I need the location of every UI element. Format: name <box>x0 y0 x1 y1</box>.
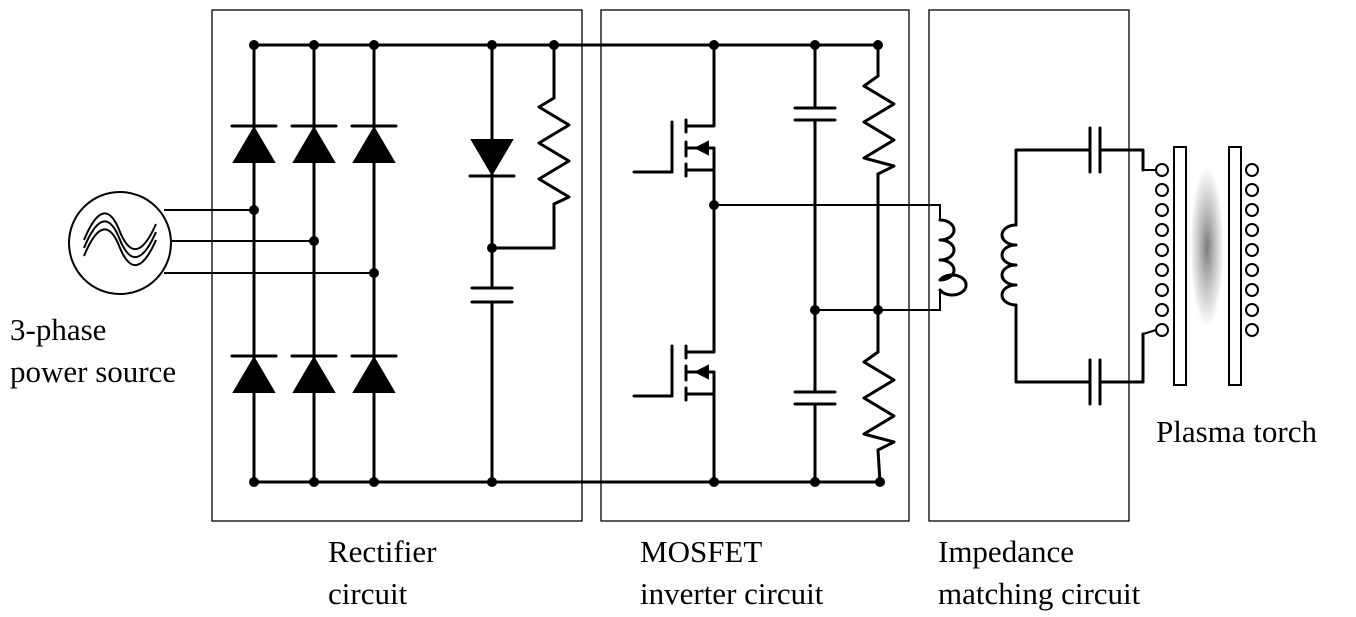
torch-tube-left <box>1173 146 1187 386</box>
inverter-resistors <box>862 43 896 484</box>
junction-dots <box>249 40 885 487</box>
matching-transformer <box>938 218 1018 307</box>
matching-network <box>1014 126 1145 406</box>
label-source-line2: power source <box>10 354 176 389</box>
label-matching-line2: matching circuit <box>938 576 1141 611</box>
diode-lower-2 <box>290 354 338 393</box>
dc-rails <box>252 43 882 484</box>
label-inverter-line1: MOSFET <box>640 534 762 569</box>
diode-upper-1 <box>230 124 278 163</box>
label-rectifier-line1: Rectifier <box>328 534 437 569</box>
mosfet-lower <box>632 203 716 484</box>
rectifier-snubber <box>468 43 571 484</box>
diode-upper-2 <box>290 124 338 163</box>
inverter-box <box>600 9 910 522</box>
diode-lower-3 <box>350 354 398 393</box>
plasma-torch <box>1142 146 1259 386</box>
label-source-line1: 3-phase <box>10 312 106 347</box>
inverter-capacitors <box>793 43 837 484</box>
rectifier-box <box>211 9 583 522</box>
diode-lower-1 <box>230 354 278 393</box>
inverter-output-wires <box>714 204 941 311</box>
label-rectifier-line2: circuit <box>328 576 408 611</box>
power-source <box>68 191 172 295</box>
label-matching-line1: Impedance <box>938 534 1074 569</box>
label-plasma-torch: Plasma torch <box>1156 414 1317 449</box>
torch-tube-right <box>1228 146 1242 386</box>
matching-box <box>928 9 1130 522</box>
plasma-glow <box>1190 167 1224 327</box>
torch-coil-right <box>1245 163 1259 337</box>
torch-coil-left <box>1155 163 1169 337</box>
rectifier-bridge <box>230 43 398 484</box>
source-phase-lines <box>164 209 374 274</box>
diode-upper-3 <box>350 124 398 163</box>
label-inverter-line2: inverter circuit <box>640 576 824 611</box>
mosfet-upper <box>632 43 716 207</box>
